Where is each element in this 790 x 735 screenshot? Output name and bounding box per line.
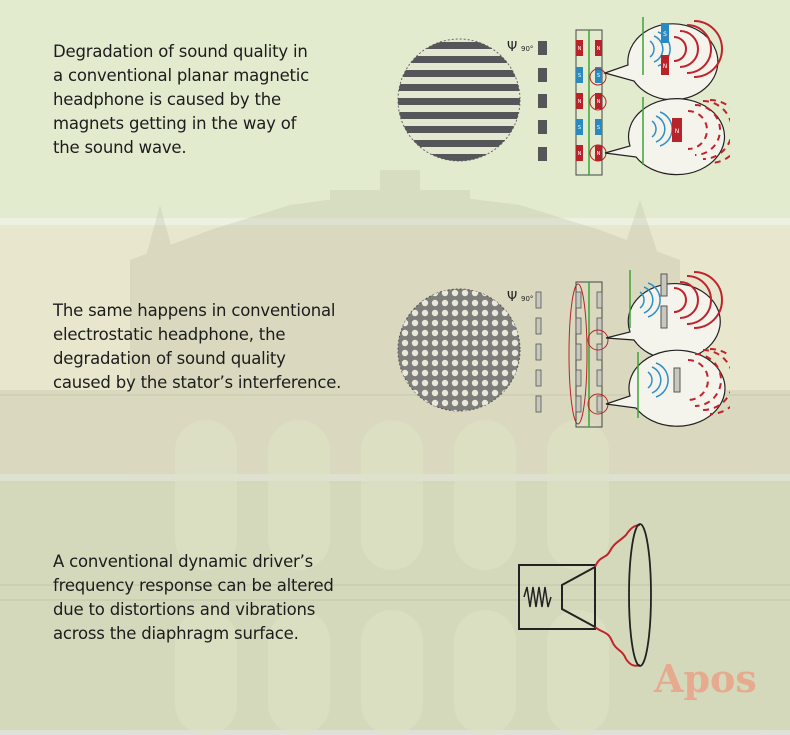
panel-divider xyxy=(0,218,790,225)
svg-text:90°: 90° xyxy=(521,295,533,303)
rotate-90-icon: Ψ 90° xyxy=(507,290,533,305)
dynamic-driver-description: A conventional dynamic driver’s frequenc… xyxy=(53,550,334,646)
magnet-grille-disc xyxy=(397,38,521,162)
stator-perforated-disc xyxy=(397,288,521,412)
svg-text:N: N xyxy=(597,99,601,105)
text-line: a conventional planar magnetic xyxy=(53,66,310,85)
bottom-strip xyxy=(0,730,790,735)
svg-text:N: N xyxy=(578,151,582,157)
magnet-stack: N N S S N N S S N N xyxy=(575,29,607,176)
magnet-bars-side-view xyxy=(538,41,547,161)
planar-magnetic-diagram: Ψ 90° N N S S N N S S N N xyxy=(397,17,730,176)
text-line: headphone is caused by the xyxy=(53,90,281,109)
electrostatic-diagram: Ψ 90° xyxy=(397,270,730,428)
dynamic-driver-diagram xyxy=(518,523,652,667)
svg-text:S: S xyxy=(597,125,600,131)
apos-logo: Apos xyxy=(654,656,757,701)
rotate-90-icon: Ψ 90° xyxy=(507,40,533,55)
planar-magnetic-description: Degradation of sound quality in a conven… xyxy=(53,40,309,160)
text-line: electrostatic headphone, the xyxy=(53,325,286,344)
svg-text:S: S xyxy=(578,73,581,79)
svg-text:N: N xyxy=(578,99,582,105)
svg-text:N: N xyxy=(675,128,680,135)
stator-bars-side-view xyxy=(535,291,542,413)
svg-text:S: S xyxy=(597,73,600,79)
stator-stack xyxy=(568,281,609,428)
text-line: A conventional dynamic driver’s xyxy=(53,552,314,571)
svg-text:S: S xyxy=(578,125,581,131)
text-line: the sound wave. xyxy=(53,138,187,157)
magnification-bubble xyxy=(605,348,730,427)
magnification-bubble: S N xyxy=(602,17,723,101)
text-line: magnets getting in the way of xyxy=(53,114,297,133)
panel-divider xyxy=(0,474,790,481)
text-line: across the diaphragm surface. xyxy=(53,624,299,643)
text-line: caused by the stator’s interference. xyxy=(53,373,342,392)
svg-text:N: N xyxy=(597,151,601,157)
svg-text:N: N xyxy=(578,46,582,52)
svg-text:N: N xyxy=(663,63,668,70)
text-line: degradation of sound quality xyxy=(53,349,286,368)
svg-text:90°: 90° xyxy=(521,45,533,53)
svg-text:N: N xyxy=(597,46,601,52)
driver-magnet-box xyxy=(518,564,596,630)
diaphragm-cone xyxy=(594,523,652,667)
text-line: frequency response can be altered xyxy=(53,576,334,595)
text-line: The same happens in conventional xyxy=(53,301,336,320)
electrostatic-description: The same happens in conventional electro… xyxy=(53,299,341,395)
svg-text:Ψ: Ψ xyxy=(507,40,517,55)
svg-text:Ψ: Ψ xyxy=(507,290,517,305)
magnification-bubble: N xyxy=(604,97,730,176)
text-line: Degradation of sound quality in xyxy=(53,42,308,61)
svg-text:S: S xyxy=(663,31,667,38)
text-line: due to distortions and vibrations xyxy=(53,600,316,619)
magnification-bubble xyxy=(605,270,723,361)
